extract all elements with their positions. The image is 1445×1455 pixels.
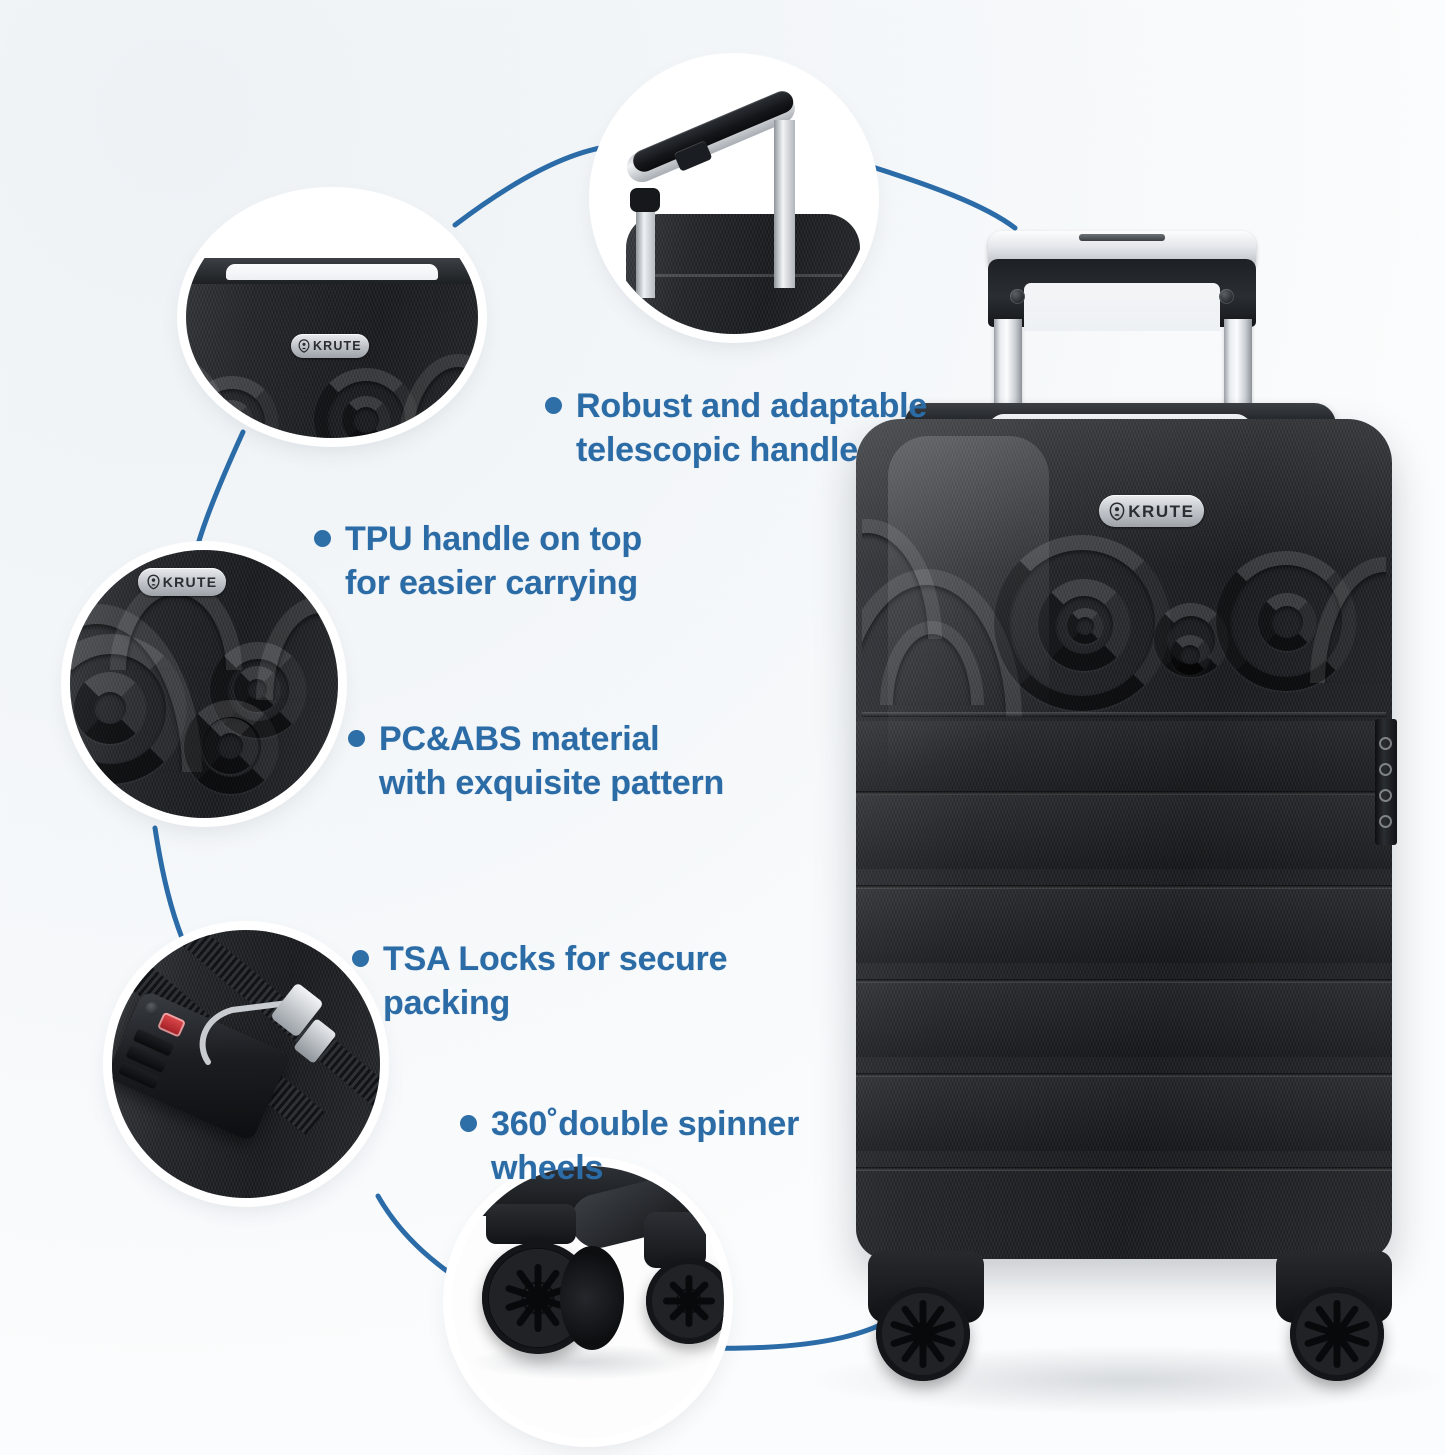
tpu-handle-closeup-shell <box>186 284 478 438</box>
callout-spinner-wheels: 360˚double spinner wheels <box>460 1058 799 1235</box>
wheels-closeup-shadow <box>468 1344 698 1380</box>
bullet-dot-icon <box>460 1115 477 1133</box>
closeup-wheel-second <box>646 1258 724 1344</box>
bullet-dot-icon <box>352 950 369 968</box>
callout-pc-abs-material-line1: PC&ABS material <box>379 720 660 759</box>
callout-tsa-locks-line1: TSA Locks for secure <box>383 940 728 979</box>
callout-spinner-wheels-line1: 360˚double spinner <box>491 1105 800 1144</box>
callout-pc-abs-material-line2: with exquisite pattern <box>379 764 725 803</box>
tsa-keyhole <box>143 1000 161 1018</box>
telescopic-grip-rubber <box>629 87 797 176</box>
tsa-lock-side <box>1375 719 1397 845</box>
tsa-red-diamond-badge <box>156 1011 187 1038</box>
brand-badge: KRUTE <box>1099 495 1204 527</box>
tpu-handle-opening <box>226 264 438 280</box>
callout-telescopic-handle-line1: Robust and adaptable <box>576 387 928 426</box>
brand-badge-pattern-closeup: KRUTE <box>138 568 226 596</box>
brand-badge-text: KRUTE <box>162 574 218 590</box>
shell-rib-1 <box>856 791 1392 795</box>
shell-panel-4 <box>856 983 1392 1057</box>
shell-rib-3 <box>856 979 1392 983</box>
callout-tpu-handle-line1: TPU handle on top <box>345 520 642 559</box>
krute-emblem-icon <box>1109 501 1124 521</box>
callout-telescopic-handle-line2: telescopic handle <box>576 431 858 470</box>
handle-screw-right <box>1219 289 1234 304</box>
shell-rib-5 <box>856 1167 1392 1171</box>
shell-rib-4 <box>856 1073 1392 1077</box>
bubble-tsa-lock <box>112 930 380 1198</box>
closeup-wheel-inner <box>560 1246 624 1350</box>
krute-emblem-icon <box>147 574 160 590</box>
telescopic-post-collar <box>630 188 660 212</box>
tsa-lock-shackle <box>199 999 299 1065</box>
suitcase-shell: KRUTE <box>856 419 1397 1259</box>
bullet-dot-icon <box>314 530 331 548</box>
shell-panel-5 <box>856 1077 1392 1151</box>
bubble-tpu-handle: KRUTE <box>186 196 478 438</box>
shell-panel-1 <box>856 721 1392 795</box>
telescopic-closeup-rib <box>642 274 842 277</box>
callout-spinner-wheels-line2: wheels <box>491 1149 604 1188</box>
telescopic-closeup-body <box>626 214 860 334</box>
krute-emblem-icon <box>298 339 310 353</box>
bubble-pattern: KRUTE <box>70 550 338 818</box>
callout-tpu-handle-line2: for easier carrying <box>345 564 638 603</box>
connector-tpu-to-telescopic <box>452 143 615 228</box>
bullet-dot-icon <box>348 730 365 748</box>
callout-tsa-locks: TSA Locks for secure packing <box>352 893 728 1070</box>
brand-badge-text: KRUTE <box>313 338 362 353</box>
embossed-swirl-pattern <box>862 517 1386 717</box>
connector-pattern-to-tsa <box>152 825 185 941</box>
callout-telescopic-handle: Robust and adaptable telescopic handle <box>545 340 927 517</box>
brand-badge-text: KRUTE <box>1128 501 1195 521</box>
bubble-telescopic-handle <box>598 62 870 334</box>
wheel-bracket-left <box>486 1204 576 1244</box>
callout-tpu-handle: TPU handle on top for easier carrying <box>314 473 642 650</box>
bubble-wheels <box>452 1166 724 1438</box>
telescopic-post-right-closeup <box>774 120 795 288</box>
brand-badge-tpu-closeup: KRUTE <box>291 334 369 358</box>
telescopic-post-left-closeup <box>636 192 655 298</box>
shell-rib-2 <box>856 885 1392 889</box>
telescopic-handle-grip <box>988 259 1256 331</box>
shell-panel-3 <box>856 889 1392 963</box>
callout-tsa-locks-line2: packing <box>383 984 511 1023</box>
callout-pc-abs-material: PC&ABS material with exquisite pattern <box>348 673 724 850</box>
connector-telescopic-to-case <box>863 162 1018 231</box>
handle-screw-left <box>1010 289 1025 304</box>
shell-panel-2 <box>856 795 1392 869</box>
bullet-dot-icon <box>545 397 562 415</box>
